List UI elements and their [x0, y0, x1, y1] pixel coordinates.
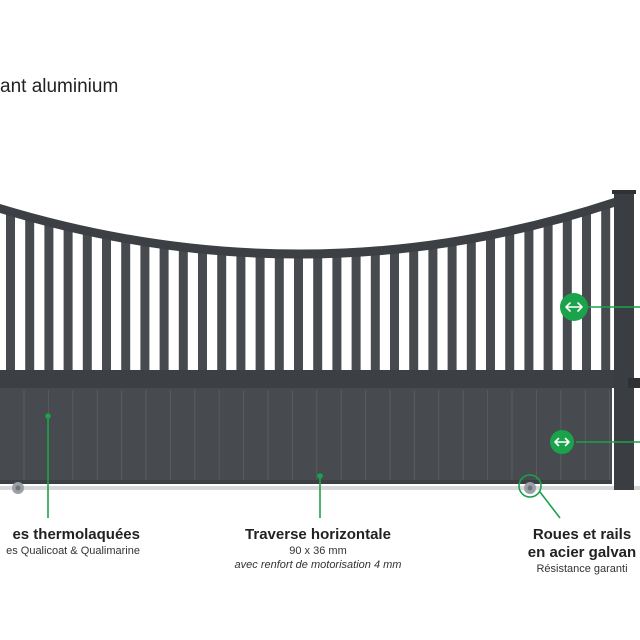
gate-picket: [313, 253, 323, 372]
callout-label-left: es thermolaquées es Qualicoat & Qualimar…: [0, 526, 140, 558]
gate-picket: [428, 244, 438, 372]
gate-picket: [390, 248, 399, 372]
callout-label-right: Roues et rails en acier galvan Résistanc…: [512, 526, 640, 576]
gate-picket: [466, 238, 476, 372]
gate-picket: [524, 226, 534, 372]
gate-picket: [582, 210, 591, 372]
gate-lower-panel: [0, 388, 612, 484]
gate-picket: [121, 238, 131, 372]
gate-picket: [236, 251, 246, 372]
gate-picket: [486, 234, 495, 372]
gate-picket: [447, 241, 457, 372]
gate-picket: [255, 252, 265, 372]
gate-picket: [562, 216, 572, 372]
gate-picket: [102, 234, 111, 372]
gate-picket: [63, 226, 73, 372]
wheel-icon: [12, 482, 24, 494]
sliding-gate: [0, 198, 614, 484]
gate-picket: [294, 253, 303, 372]
wheel-highlight-ring: [518, 474, 542, 498]
gate-picket: [351, 251, 361, 372]
callout-heading-left: es thermolaquées: [12, 526, 140, 543]
gate-picket: [409, 246, 419, 372]
gate-picket: [332, 252, 342, 372]
double-arrow-icon: [560, 293, 588, 321]
double-arrow-icon: [550, 430, 574, 454]
gate-picket: [140, 241, 150, 372]
gate-picket: [44, 221, 54, 372]
page-title: ant aluminium: [0, 76, 119, 97]
post-cap: [612, 190, 636, 194]
callout-sub-middle: 90 x 36 mm: [289, 545, 347, 557]
post-guide: [628, 378, 640, 388]
callout-sub-left: es Qualicoat & Qualimarine: [6, 545, 140, 557]
wheel-icon: [524, 482, 536, 494]
gate-picket: [6, 211, 15, 372]
dot-marker-icon: [317, 473, 323, 479]
gate-post: [614, 192, 634, 490]
callout-line-right: [539, 491, 561, 519]
gate-picket: [601, 204, 611, 372]
gate-picket: [274, 253, 284, 372]
gate-picket: [82, 230, 92, 372]
callout-heading-right-1: Roues et rails: [532, 526, 632, 543]
gate-picket: [198, 248, 207, 372]
callout-sub-right: Résistance garanti: [536, 563, 628, 575]
gate-top-rail: [0, 198, 614, 259]
gate-picket: [25, 216, 35, 372]
gate-picket: [505, 230, 515, 372]
gate-picket: [370, 250, 380, 372]
gate-bottom-rail: [0, 480, 612, 484]
callout-heading-middle: Traverse horizontale: [245, 526, 391, 543]
gate-picket: [217, 250, 227, 372]
dot-marker-icon: [45, 413, 51, 419]
gate-picket: [543, 221, 553, 372]
horizontal-rail: [0, 370, 614, 388]
callout-heading-right-2: en acier galvan: [527, 544, 637, 561]
gate-picket: [178, 246, 188, 372]
callout-label-middle: Traverse horizontale 90 x 36 mm avec ren…: [218, 526, 418, 572]
callout-note-middle: avec renfort de motorisation 4 mm: [234, 559, 402, 571]
gate-picket: [159, 244, 169, 372]
